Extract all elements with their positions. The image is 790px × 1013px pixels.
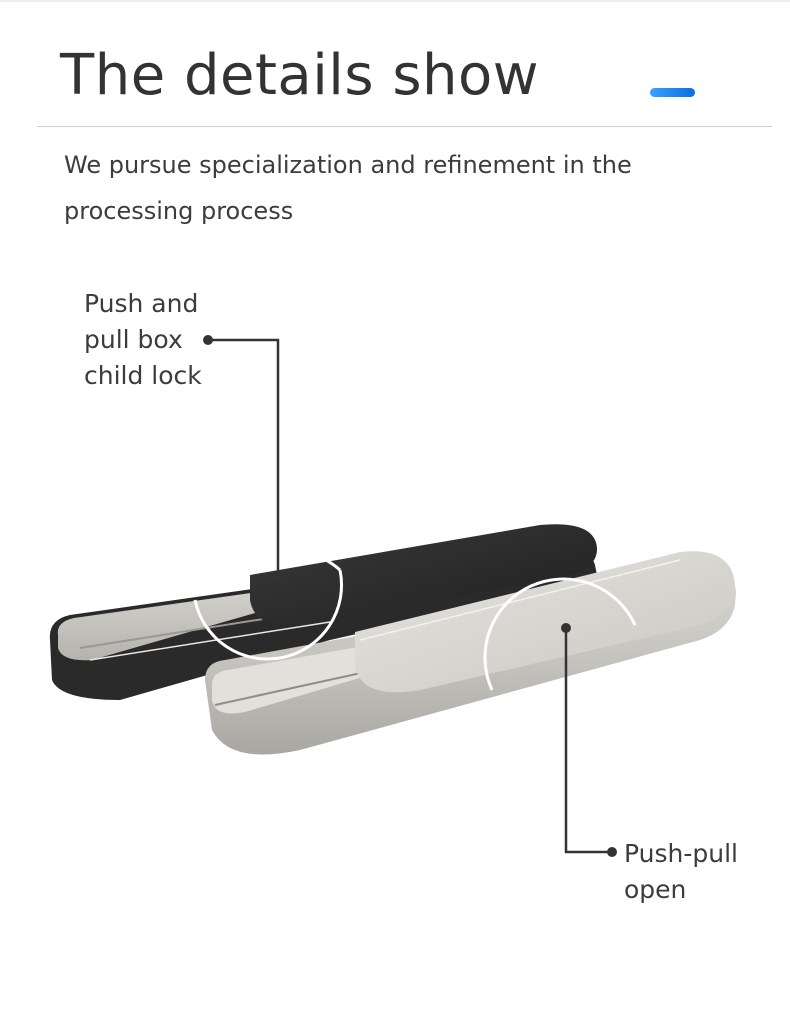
page-subtitle: We pursue specialization and refinement … xyxy=(64,151,632,225)
detail-arc-open xyxy=(483,577,637,691)
header-divider xyxy=(37,126,772,127)
accent-bar xyxy=(650,88,695,97)
leader-line-lock xyxy=(203,335,282,582)
detail-arc-lock xyxy=(193,569,344,661)
callout-child-lock: Push and pull box child lock xyxy=(84,289,202,390)
top-border xyxy=(0,0,790,2)
leader-line-open xyxy=(561,623,617,857)
silver-tin-box xyxy=(205,551,736,755)
page-title: The details show xyxy=(60,43,540,108)
black-tin-box xyxy=(49,524,599,700)
callout-push-pull: Push-pull open xyxy=(624,839,738,904)
